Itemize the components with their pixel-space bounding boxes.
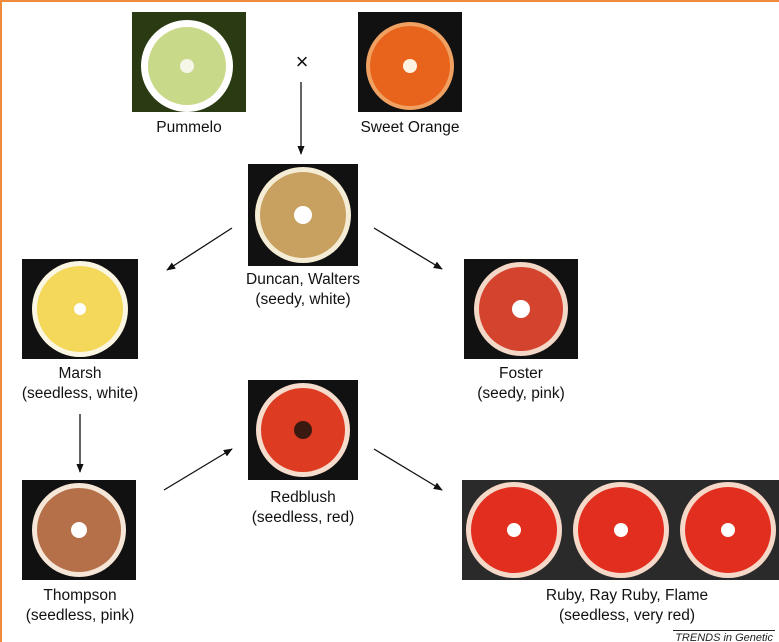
arrow-duncan-to-foster bbox=[373, 227, 443, 270]
foster-name: Foster bbox=[499, 365, 543, 382]
ruby-name: Ruby, Ray Ruby, Flame bbox=[545, 587, 709, 604]
ruby-label: Ruby, Ray Ruby, Flame (seedless, very re… bbox=[502, 586, 752, 626]
arrow-thompson-to-redblush bbox=[163, 448, 233, 491]
thompson-label: Thompson (seedless, pink) bbox=[2, 586, 158, 626]
duncan-traits: (seedy, white) bbox=[255, 291, 351, 308]
sweet-orange-label: Sweet Orange bbox=[338, 118, 482, 138]
duncan-name: Duncan, Walters bbox=[246, 271, 360, 288]
redblush-photo bbox=[248, 380, 358, 480]
journal-credit: TRENDS in Genetic bbox=[673, 630, 775, 642]
duncan-label: Duncan, Walters (seedy, white) bbox=[208, 270, 398, 310]
sweet-orange-photo bbox=[358, 12, 462, 112]
marsh-name: Marsh bbox=[58, 365, 102, 382]
marsh-traits: (seedless, white) bbox=[21, 385, 139, 402]
marsh-label: Marsh (seedless, white) bbox=[2, 364, 158, 404]
sweet-orange-name: Sweet Orange bbox=[360, 119, 460, 136]
pummelo-photo bbox=[132, 12, 246, 112]
arrow-redblush-to-ruby bbox=[373, 448, 443, 491]
pummelo-name: Pummelo bbox=[156, 119, 222, 136]
cross-symbol: × bbox=[295, 49, 309, 74]
ruby-photo bbox=[462, 480, 779, 580]
foster-traits: (seedy, pink) bbox=[477, 385, 565, 402]
marsh-photo bbox=[22, 259, 138, 359]
thompson-photo bbox=[22, 480, 136, 580]
pummelo-label: Pummelo bbox=[132, 118, 246, 138]
thompson-traits: (seedless, pink) bbox=[25, 607, 135, 624]
redblush-label: Redblush (seedless, red) bbox=[218, 488, 388, 528]
duncan-photo bbox=[248, 164, 358, 266]
thompson-name: Thompson bbox=[43, 587, 117, 604]
foster-label: Foster (seedy, pink) bbox=[441, 364, 601, 404]
redblush-name: Redblush bbox=[270, 489, 336, 506]
arrow-duncan-to-marsh bbox=[166, 227, 233, 271]
foster-photo bbox=[464, 259, 578, 359]
ruby-traits: (seedless, very red) bbox=[558, 607, 696, 624]
redblush-traits: (seedless, red) bbox=[251, 509, 355, 526]
